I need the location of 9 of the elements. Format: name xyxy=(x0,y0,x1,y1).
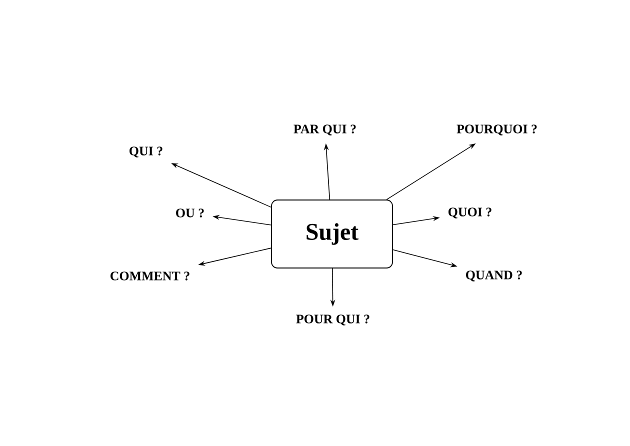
question-label: QUI ? xyxy=(130,146,162,158)
question-label: PAR QUI ? xyxy=(294,124,356,136)
question-label: QUAND ? xyxy=(466,270,522,282)
subject-box: Sujet xyxy=(271,200,393,268)
question-label: POURQUOI ? xyxy=(456,124,537,136)
question-label: QUOI ? xyxy=(448,208,492,218)
question-label: COMMENT ? xyxy=(110,272,190,280)
question-label: POUR QUI ? xyxy=(296,314,370,326)
question-label: OU ? xyxy=(176,208,204,218)
